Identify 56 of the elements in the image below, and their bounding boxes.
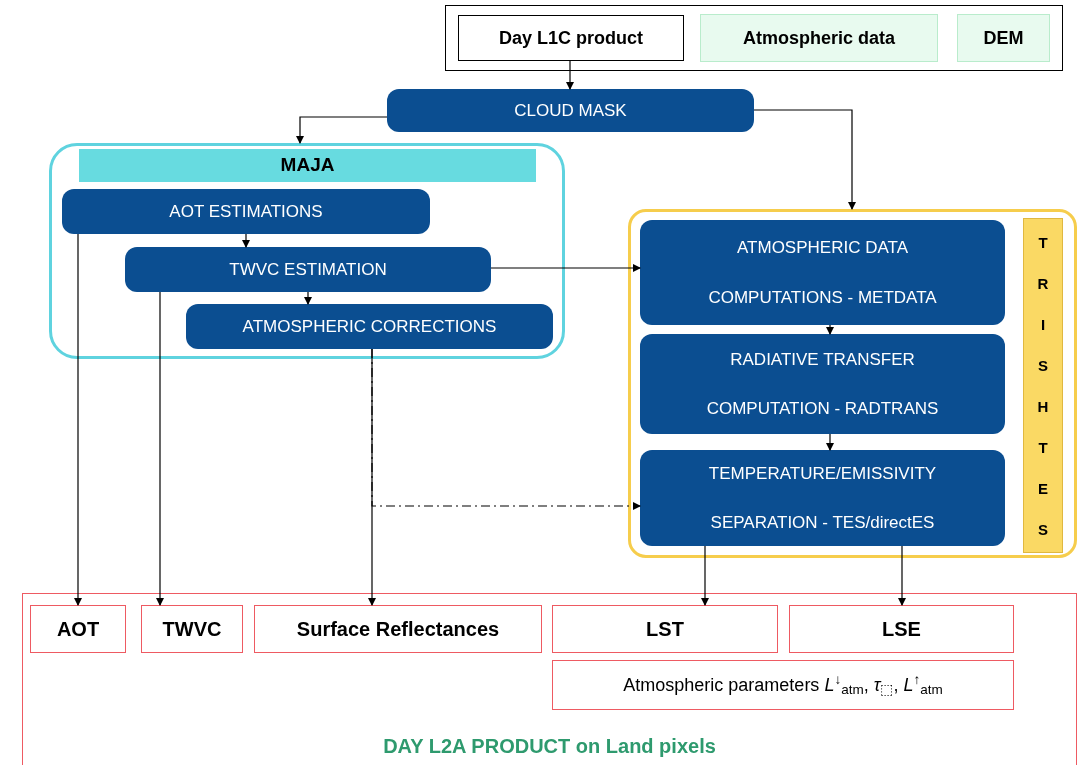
arrow: [156, 291, 164, 606]
arrow: [490, 264, 641, 272]
box-label: Surface Reflectances: [296, 617, 500, 642]
output-box: [141, 605, 243, 653]
output-box: [552, 660, 1014, 710]
box-label: RADIATIVE TRANSFER: [730, 348, 915, 371]
box-label: COMPUTATION - RADTRANS: [706, 398, 939, 420]
box-label: AOT ESTIMATIONS: [169, 200, 323, 223]
group-box: [49, 143, 565, 359]
input-box: [957, 14, 1050, 62]
process-box: [62, 189, 430, 234]
process-box: [640, 220, 1005, 325]
output-box: [30, 605, 126, 653]
arrow: [701, 545, 709, 606]
arrow: [304, 291, 312, 305]
box-label: SEPARATION - TES/directES: [710, 512, 935, 534]
arrow: [753, 109, 856, 210]
box-label: Day L1C product: [499, 26, 643, 50]
output-group-box: [22, 593, 1077, 765]
box-label: Atmospheric data: [742, 26, 895, 50]
process-box: [186, 304, 553, 349]
process-box: [387, 89, 754, 132]
process-box: [640, 450, 1005, 546]
arrow: [898, 545, 906, 606]
output-box: [254, 605, 542, 653]
arrow: [826, 433, 834, 451]
output-box: [789, 605, 1014, 653]
group-box: [628, 209, 1077, 558]
arrow: [74, 233, 82, 606]
input-box: [458, 15, 684, 61]
arrow: [296, 116, 388, 144]
arrow: [371, 348, 641, 510]
box-label: CLOUD MASK: [514, 99, 627, 122]
box-label: DEM: [983, 26, 1024, 50]
box-label: LST: [646, 617, 684, 642]
input-group-box: [445, 5, 1063, 71]
process-box: [640, 334, 1005, 434]
arrow: [242, 233, 250, 248]
box-label: TWVC: [162, 617, 222, 642]
output-box: [552, 605, 778, 653]
vertical-label: TRISHTES: [1037, 232, 1049, 540]
box-label: TWVC ESTIMATION: [229, 258, 387, 281]
arrow: [566, 60, 574, 90]
group-header-band: [79, 149, 536, 182]
box-label: ATMOSPHERIC DATA: [737, 237, 908, 259]
process-box: [125, 247, 491, 292]
vertical-label-bar: [1023, 218, 1063, 553]
box-label: MAJA: [280, 153, 335, 178]
box-label: AOT: [56, 617, 100, 642]
box-label: COMPUTATIONS - METDATA: [708, 286, 937, 309]
box-label: ATMOSPHERIC CORRECTIONS: [242, 315, 497, 338]
box-label: TEMPERATURE/EMISSIVITY: [708, 462, 937, 485]
box-label: LSE: [882, 617, 921, 642]
input-box: [700, 14, 938, 62]
group-title: DAY L2A PRODUCT on Land pixels: [382, 734, 717, 759]
arrow: [826, 324, 834, 335]
